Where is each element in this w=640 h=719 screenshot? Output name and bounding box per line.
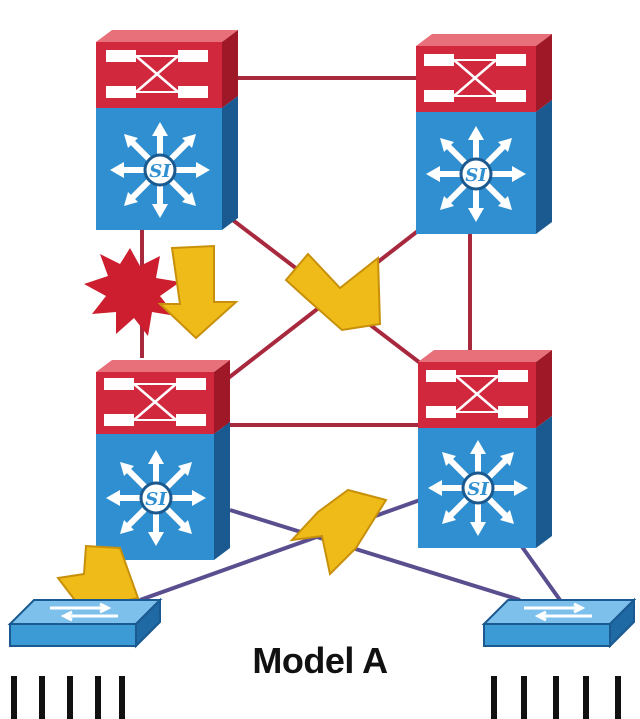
si-badge: SI: [465, 165, 487, 186]
access-switch-left: [8, 598, 162, 719]
core-switch-top-right: SI: [416, 34, 552, 234]
arrow-distribution: [289, 488, 388, 577]
si-badge: SI: [149, 161, 171, 182]
core-switch-top-left: SI: [96, 30, 238, 230]
l3-switch-bottom-right: SI: [418, 416, 552, 548]
access-ports-right: [491, 676, 621, 719]
distribution-switch-right: SI: [418, 350, 552, 548]
router-bottom-left: [96, 360, 230, 434]
router-top-right: [416, 34, 552, 112]
diagram-caption: Model A: [252, 640, 388, 681]
access-ports-left: [11, 676, 125, 719]
arrow-cross-core: [284, 252, 382, 332]
l3-switch-top-left: SI: [96, 96, 238, 230]
si-badge: SI: [145, 489, 167, 510]
arrow-down-failover: [157, 244, 239, 340]
distribution-switch-left: SI: [96, 360, 230, 560]
links: [88, 76, 562, 602]
l3-switch-top-right: SI: [416, 100, 552, 234]
link-cross-right-to-left: [198, 218, 434, 402]
link-dist-left-to-access-right: [229, 508, 521, 602]
link-failure-burst: [84, 248, 180, 336]
access-switch-right: [482, 598, 636, 719]
l3-switch-bottom-left: SI: [96, 422, 230, 560]
router-top-left: [96, 30, 238, 108]
router-bottom-right: [418, 350, 552, 428]
si-badge: SI: [467, 479, 489, 500]
